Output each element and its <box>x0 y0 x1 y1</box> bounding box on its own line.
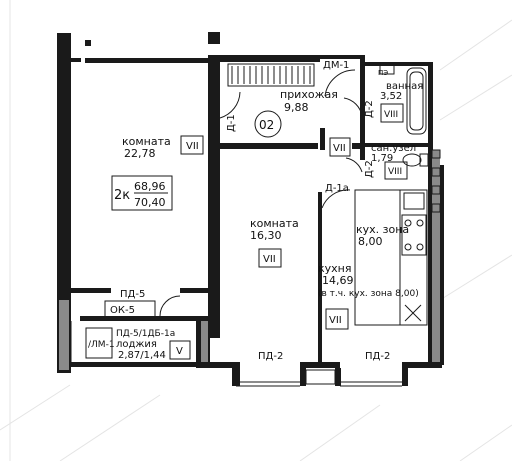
opening-pd5-label: ПД-5 <box>120 289 145 300</box>
door-d2a-label: Д-2 <box>364 100 375 118</box>
door-d1a-label: Д-1а <box>325 183 349 194</box>
door-swing-d1a <box>321 189 351 209</box>
room1-name: комната <box>122 135 171 148</box>
apartment-type: 2к <box>114 188 130 203</box>
kitchen-area: 14,69 <box>322 274 354 287</box>
bathroom-marking: VIII <box>384 110 398 120</box>
apartment-area-box <box>111 175 173 211</box>
loggia-marking-box <box>169 340 191 360</box>
opening-ok5-label: ОК-5 <box>110 305 135 316</box>
door-swing-dm1 <box>324 69 356 97</box>
hall-name: прихожая <box>280 88 338 101</box>
room2-marking-box <box>258 248 282 268</box>
fixtures <box>70 63 441 387</box>
hall-marking-box <box>329 137 351 157</box>
labels: комната 22,78 VII 2к 68,96 70,40 02 прих… <box>88 60 423 362</box>
room1-marking: VII <box>186 141 199 152</box>
stove-icon <box>401 214 427 256</box>
room2-marking: VII <box>263 254 276 265</box>
loggia-marking: V <box>176 346 183 357</box>
sink-icon <box>379 63 395 75</box>
kitchen-sink-icon <box>403 192 425 210</box>
window-pd2b-label: ПД-2 <box>365 351 390 362</box>
door-dm1-label: ДМ-1 <box>323 60 349 71</box>
opening-lm1-label: /ЛМ-1 <box>88 340 115 350</box>
opening-pd5-db1a-label: ПД-5/1ДБ-1а <box>116 329 175 339</box>
wc-area: 1,79 <box>371 153 393 164</box>
apartment-number-circle <box>254 110 282 138</box>
room2-name: комната <box>250 217 299 230</box>
room1-marking-box <box>180 135 204 155</box>
wc-name: сан.узел <box>371 143 416 154</box>
door-swing-d1 <box>219 91 241 119</box>
loggia-name: лоджия <box>116 339 157 350</box>
door-swing-d2a <box>343 97 363 117</box>
kitchen-name: кухня <box>318 262 351 275</box>
tub-label: ПЭ <box>378 69 388 77</box>
bathroom-name: ванная <box>386 81 423 92</box>
hall-marking: VII <box>333 143 346 154</box>
room1-area: 22,78 <box>124 147 156 160</box>
kitchen-marking-box <box>325 308 349 330</box>
apartment-area-total: 68,96 <box>134 180 166 193</box>
window-ok5-box <box>104 300 156 318</box>
door-d1-label: Д-1 <box>226 114 237 132</box>
room2-area: 16,30 <box>250 229 282 242</box>
hall-area: 9,88 <box>284 101 309 114</box>
window-pd2a-label: ПД-2 <box>258 351 283 362</box>
bathroom-marking-box <box>380 103 404 123</box>
wardrobe-hatch <box>231 66 311 84</box>
kitchen-marking: VII <box>329 315 342 326</box>
apartment-number: 02 <box>259 118 274 132</box>
toilet-icon <box>402 153 422 167</box>
loggia-area: 2,87/1,44 <box>118 350 166 361</box>
wc-marking-box <box>384 161 408 180</box>
door-d2b-label: Д-2 <box>364 160 375 178</box>
door-swing-d2b <box>345 157 363 173</box>
kitchen-note: (в т.ч. кух. зона 8,00) <box>318 289 419 299</box>
kitchen-zone-name: кух. зона <box>356 223 409 236</box>
apartment-area-with-loggia: 70,40 <box>134 196 166 209</box>
bathroom-area: 3,52 <box>380 91 402 102</box>
door-swing-balcony <box>159 295 181 317</box>
walls <box>57 32 444 386</box>
wc-marking: VIII <box>388 167 402 177</box>
kitchen-zone-area: 8,00 <box>358 235 383 248</box>
bathtub-icon <box>406 67 427 135</box>
